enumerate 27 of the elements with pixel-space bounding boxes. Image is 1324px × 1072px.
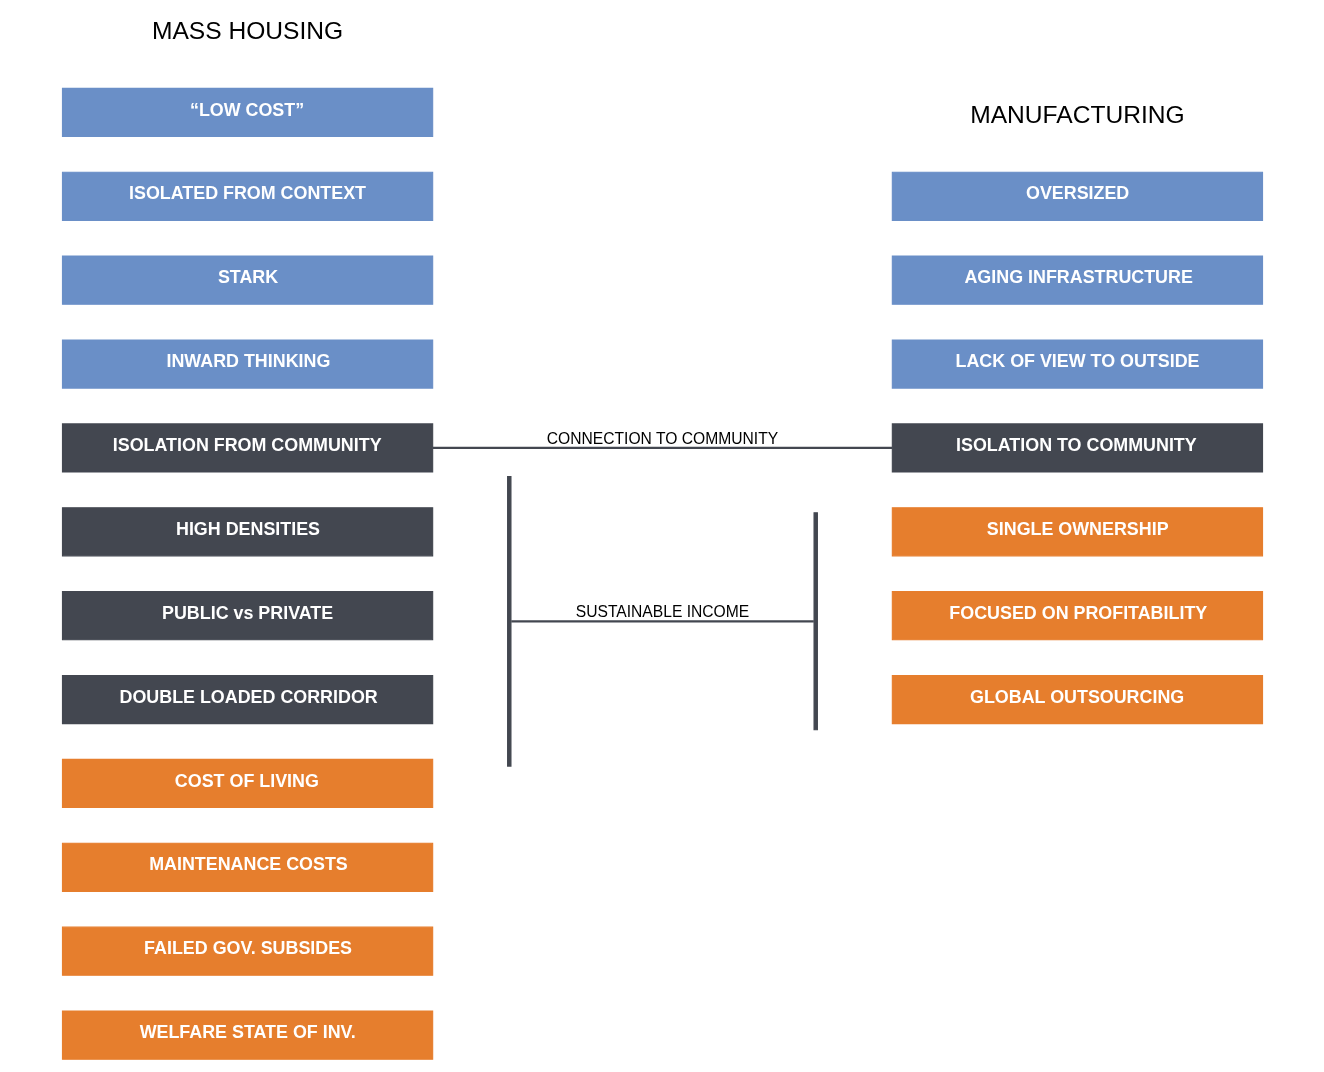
node-box: FOCUSED ON PROFITABILITY: [891, 591, 1263, 641]
node-box: MAINTENANCE COSTS: [61, 842, 433, 892]
connector: [510, 620, 814, 623]
node-bracket: [813, 512, 818, 731]
node-box: LACK OF VIEW TO OUTSIDE: [891, 339, 1263, 389]
node-box: “LOW COST”: [61, 87, 433, 137]
node-box: PUBLIC vs PRIVATE: [61, 591, 433, 641]
node-box: FAILED GOV. SUBSIDES: [61, 926, 433, 976]
node-box: STARK: [61, 255, 433, 305]
node-box: ISOLATION FROM COMMUNITY: [61, 423, 433, 473]
label: MANUFACTURING: [969, 101, 1185, 129]
node-box: HIGH DENSITIES: [61, 507, 433, 557]
node-box: COST OF LIVING: [61, 758, 433, 809]
label: MASS HOUSING: [151, 17, 343, 45]
node-box: ISOLATED FROM CONTEXT: [61, 171, 433, 221]
node-box: WELFARE STATE OF INV.: [61, 1010, 433, 1060]
connector: [432, 446, 892, 450]
node-box: SINGLE OWNERSHIP: [891, 507, 1263, 557]
node-box: DOUBLE LOADED CORRIDOR: [61, 674, 433, 725]
node-bracket: [506, 475, 511, 767]
edge-label: SUSTAINABLE INCOME: [575, 603, 749, 621]
node-box: INWARD THINKING: [61, 339, 433, 389]
node-box: AGING INFRASTRUCTURE: [891, 255, 1263, 305]
node-box: GLOBAL OUTSOURCING: [891, 674, 1263, 725]
edge-label: CONNECTION TO COMMUNITY: [546, 429, 778, 447]
node-box: ISOLATION TO COMMUNITY: [891, 423, 1263, 473]
node-box: OVERSIZED: [891, 171, 1263, 221]
